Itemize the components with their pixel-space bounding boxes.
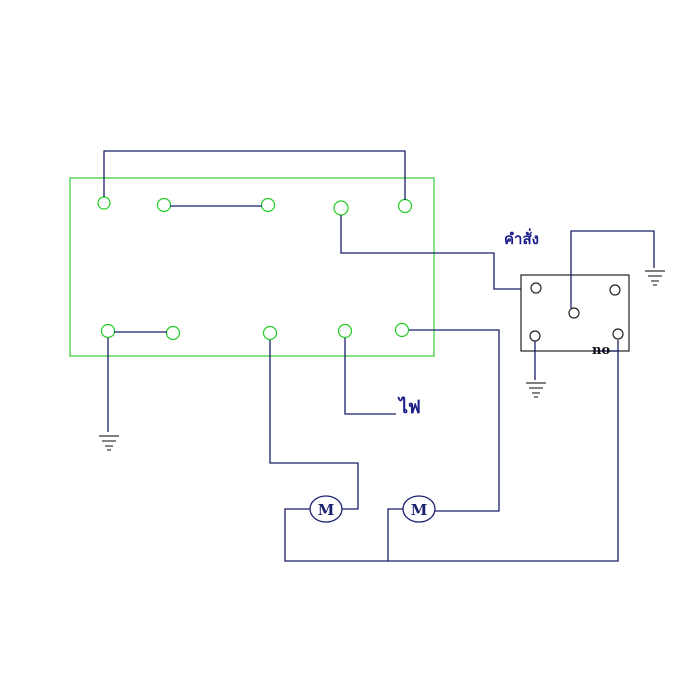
normally-open-label: no [592,343,610,358]
panel-ground-symbol [99,435,119,451]
power-label: ไฟ [397,396,421,418]
panel-terminal-bottom-1 [100,323,116,339]
relay-terminal-4 [529,330,541,342]
motor-2-body [402,495,436,523]
panel-terminal-top-3 [260,197,276,213]
panel-terminal-top-5 [397,198,413,214]
relay-ground-symbol-top [645,270,665,286]
panel-terminal-bottom-3 [262,325,278,341]
motor-2: M [402,495,436,523]
panel-terminal-bottom-4 [337,323,353,339]
motor-1-supply-wire [269,340,359,510]
power-wire [344,338,396,415]
panel-terminal-top-1 [97,196,111,210]
motor-1-label: M [318,501,335,519]
relay-terminal-1 [530,282,542,294]
motor-2-return-wire [387,508,403,561]
relay-terminal-3 [609,284,621,296]
command-label: คำสั่ง [504,228,539,248]
top-bridge-wire [103,150,406,200]
panel-terminal-bottom-5 [394,322,410,338]
motor-return-wire [284,351,619,562]
panel-terminal-top-4 [333,200,349,216]
command-wire [340,215,530,290]
motor-1-body [309,495,343,523]
motor-2-label: M [411,501,428,519]
relay-ground-symbol-bottom [526,382,546,398]
panel-terminal-bottom-2 [165,325,181,341]
terminal-panel [69,177,435,357]
relay-ground-wire-top [570,230,655,308]
motor-2-supply-wire [409,329,500,512]
panel-terminal-top-2 [156,197,172,213]
motor-1: M [309,495,343,523]
relay-terminal-2 [568,307,580,319]
relay-terminal-no [612,328,624,340]
